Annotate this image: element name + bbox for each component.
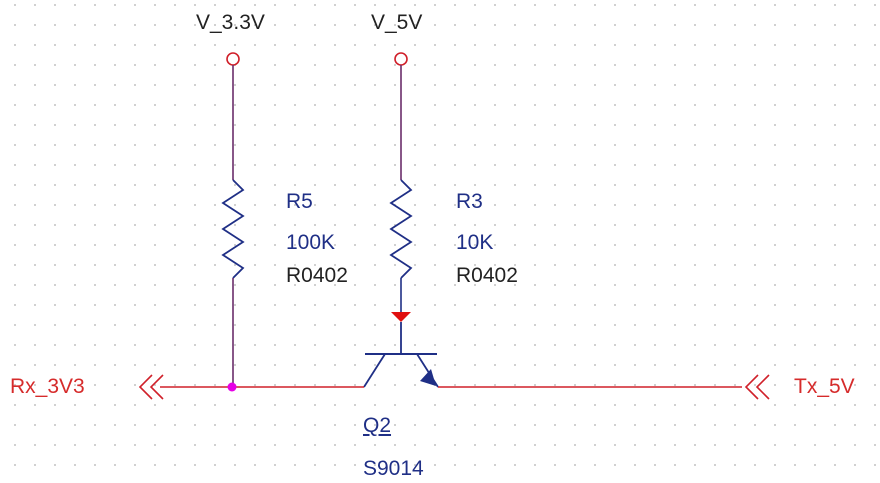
resistor-r3-symbol bbox=[389, 179, 413, 279]
base-pin-marker bbox=[391, 312, 411, 322]
q2-collector-lead bbox=[363, 353, 386, 388]
q2-part: S9014 bbox=[363, 457, 424, 480]
r3-footprint: R0402 bbox=[456, 264, 518, 287]
power-label-3v3: V_3.3V bbox=[196, 11, 265, 34]
offpage-connector-left-icon bbox=[138, 374, 164, 400]
offpage-connector-right-icon bbox=[744, 374, 770, 400]
r5-value: 100K bbox=[286, 231, 336, 254]
r3-value: 10K bbox=[456, 231, 494, 254]
power-port-5v-icon bbox=[394, 52, 408, 66]
power-label-5v: V_5V bbox=[371, 11, 423, 34]
port-label-tx: Tx_5V bbox=[794, 375, 855, 398]
q2-ref: Q2 bbox=[363, 414, 392, 437]
r5-ref: R5 bbox=[286, 190, 313, 213]
port-label-rx: Rx_3V3 bbox=[10, 375, 85, 398]
r5-footprint: R0402 bbox=[286, 264, 348, 287]
q2-emitter-arrow-icon bbox=[420, 369, 436, 386]
power-port-3v3-icon bbox=[226, 52, 240, 66]
resistor-r5-symbol bbox=[221, 179, 245, 279]
junction-dot bbox=[227, 382, 237, 392]
r3-ref: R3 bbox=[456, 190, 483, 213]
